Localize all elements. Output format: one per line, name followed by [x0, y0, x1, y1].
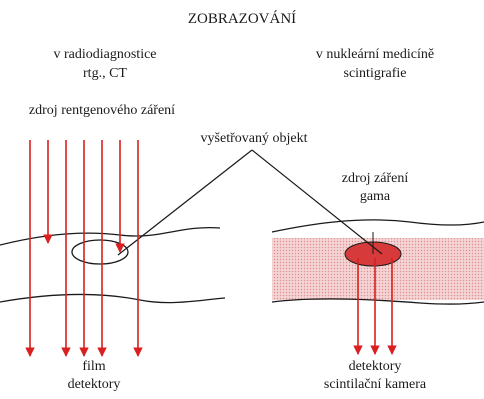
body-top-outline-right [272, 220, 484, 232]
left-bottom-line1: film [44, 358, 144, 376]
right-bottom-line2: scintilační kamera [300, 376, 450, 394]
xray-source-label: zdroj rentgenového záření [2, 102, 202, 120]
gamma-source-label-line1: zdroj záření [330, 170, 420, 188]
examined-object-label: vyšetřovaný objekt [174, 130, 334, 148]
right-heading-line1: v nukleární medicíně [290, 46, 460, 64]
right-bottom-line1: detektory [310, 358, 440, 376]
gamma-source-label-line2: gama [330, 188, 420, 206]
left-heading-line2: rtg., CT [20, 65, 190, 83]
right-heading-line2: scintigrafie [290, 65, 460, 83]
left-bottom-line2: detektory [44, 376, 144, 394]
page-title: ZOBRAZOVÁNÍ [160, 10, 324, 28]
body-top-outline-left [0, 228, 220, 245]
left-heading-line1: v radiodiagnostice [20, 46, 190, 64]
body-bottom-outline-left [0, 294, 225, 302]
